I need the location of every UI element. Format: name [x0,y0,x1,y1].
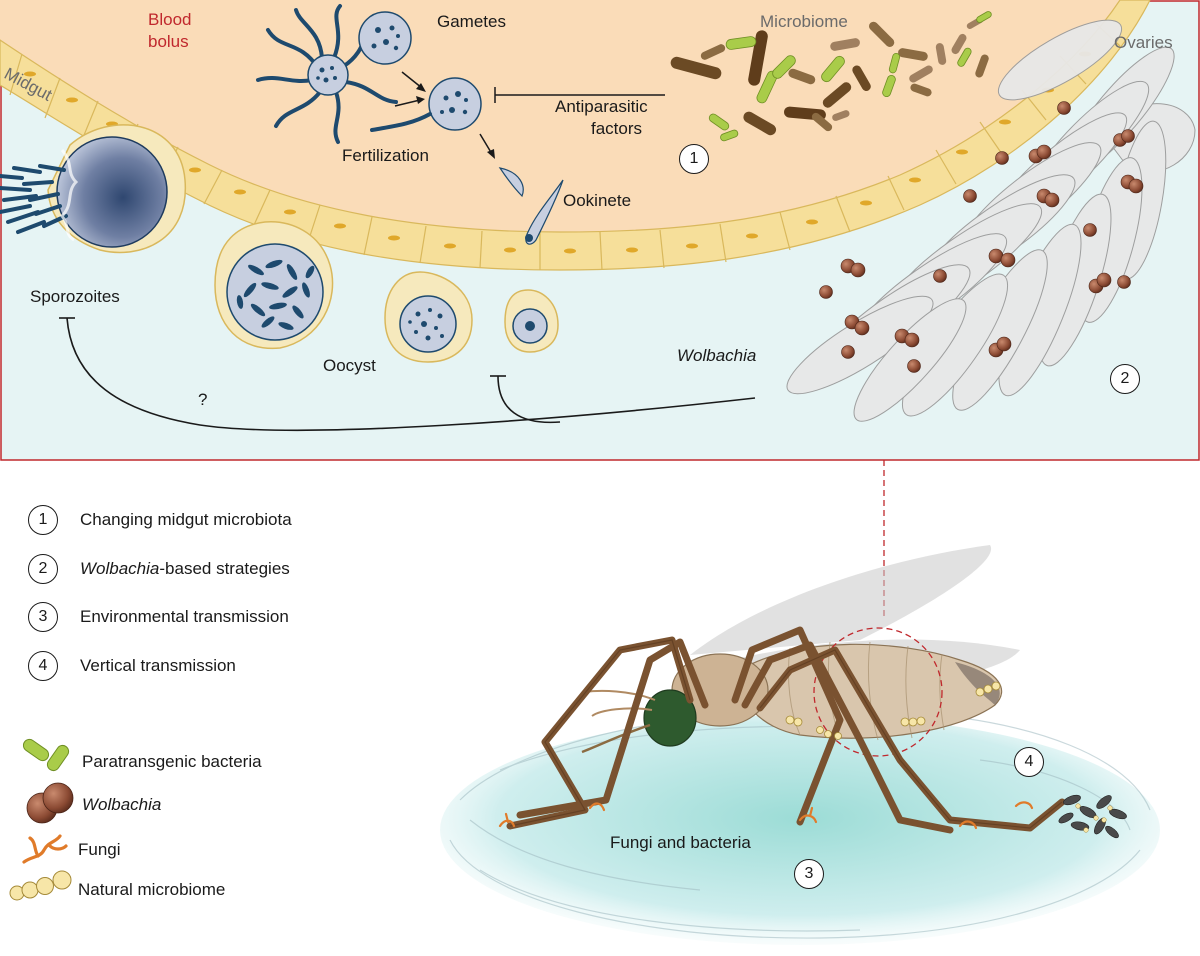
question-mark-label: ? [198,390,208,409]
ookinete-label: Ookinete [563,191,632,210]
key-paratransgenic-label: Paratransgenic bacteria [82,752,262,771]
ruptured-oocyst [56,136,168,248]
fungi-on-legs [498,801,1034,830]
strategy-2-label: Wolbachia [80,559,160,578]
wolbachia-cells-ovary [819,101,1144,373]
microbiome-label: Microbiome [760,12,848,31]
natural-microbiome-beads [785,681,1001,740]
strategy-2: 2 Wolbachia-based strategies [28,554,290,584]
oocyst-label: Oocyst [323,356,376,375]
marker-2: 2 [1110,364,1140,394]
fertilization-label: Fertilization [342,146,429,165]
ookinete [498,167,524,198]
midgut-panel [0,0,1200,461]
microbiome-bacteria [670,17,989,136]
proboscis [581,723,651,754]
wolbachia-label: Wolbachia [677,346,757,365]
marker-3: 3 [794,859,824,889]
strategy-1-label: Changing midgut microbiota [80,510,292,529]
fungi-and-bacteria-label: Fungi and bacteria [610,833,751,852]
antenna [583,689,656,701]
strategy-4-label: Vertical transmission [80,656,236,675]
ovaries-label: Ovaries [1114,33,1173,52]
blood-bolus-label-1: Blood [148,10,192,29]
fungi-icon [22,834,68,864]
wolbachia-oocyst-inhibition [497,375,561,424]
strategy-1: 1 Changing midgut microbiota [28,505,292,535]
oocyst-sporozoites [236,259,315,330]
wing-upper [690,545,992,655]
marker-4: 4 [1014,747,1044,777]
sporozoites-label: Sporozoites [30,287,120,306]
lifecycle-arrows [394,71,493,155]
natural-microbiome-icon [9,870,72,901]
strategy-2-label-suffix: -based strategies [159,559,290,578]
strategy-3-label: Environmental transmission [80,607,289,626]
mosquito-scene [440,545,1160,945]
male-gamete-body [307,54,349,96]
antiparasitic-factors-label-2: factors [591,119,643,138]
zoom-circle [813,627,943,757]
marker-1: 1 [679,144,709,174]
female-gamete [358,11,412,65]
key-fungi-label: Fungi [78,840,121,859]
strategy-3: 3 Environmental transmission [28,602,289,632]
oocyst-medium [399,295,457,353]
gametes-label: Gametes [437,12,506,31]
paratransgenic-bacteria-icon [22,738,50,762]
wolbachia-sporozoite-inhibition [66,317,756,432]
key-symbols [9,738,74,901]
strategy-4-number: 4 [28,651,58,681]
strategy-4: 4 Vertical transmission [28,651,236,681]
strategy-3-number: 3 [28,602,58,632]
key-wolbachia-label: Wolbachia [82,795,162,814]
zygote [428,77,482,131]
paratransgenic-bacteria-gut [708,11,992,142]
antiparasitic-factors-label-1: Antiparasitic [555,97,648,116]
water-surface [440,715,1160,945]
compound-eye [643,689,697,747]
blood-bolus-label-2: bolus [148,32,189,51]
ookinete-invading [525,179,564,245]
key-natural-microbiome-label: Natural microbiome [78,880,226,899]
strategy-1-number: 1 [28,505,58,535]
cell-nuclei [24,51,1091,254]
strategy-2-number: 2 [28,554,58,584]
